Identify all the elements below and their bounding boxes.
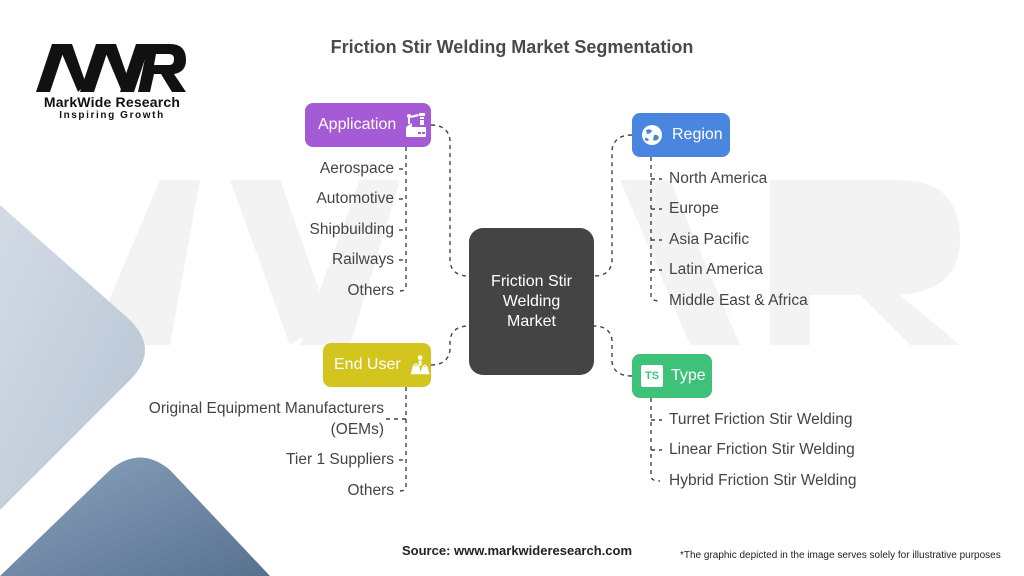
segment-node-application[interactable]: Application [305,103,431,147]
application-item: Automotive [316,190,394,207]
region-item: Asia Pacific [669,231,750,248]
region-item: North America [669,170,768,187]
logo: MarkWide Research Inspiring Growth [36,40,188,121]
ts-badge-icon: TS [641,365,663,387]
factory-robot-arm-icon [406,113,427,137]
spine-type [650,398,661,482]
end-user-item: Others [347,482,394,499]
spine-end-user [399,387,407,492]
globe-icon [642,125,662,145]
segment-label-region: Region [672,126,723,143]
mwr-logo-mark-icon [36,44,186,92]
logo-tagline: Inspiring Growth [59,110,165,121]
type-item: Turret Friction Stir Welding [669,411,853,428]
spine-region [650,157,661,302]
logo-brand-name: MarkWide Research [43,94,181,110]
end-user-item: Original Equipment Manufacturers [148,400,384,417]
segment-node-type[interactable]: TS Type [632,354,712,398]
center-node-market[interactable]: Friction Stir Welding Market [469,228,594,375]
type-item: Hybrid Friction Stir Welding [669,472,857,489]
application-item: Railways [331,251,394,268]
application-item: Others [347,282,394,299]
end-user-item: Tier 1 Suppliers [286,451,394,468]
bg-shape-light [0,205,145,510]
segment-node-region[interactable]: Region [632,113,730,157]
footer-disclaimer: *The graphic depicted in the image serve… [680,550,1001,561]
region-item: Europe [669,200,719,217]
spine-application [399,147,407,292]
region-item: Latin America [669,261,763,278]
connector-type [593,325,633,377]
segment-label-end-user: End User [334,356,401,373]
users-shopping-icon [410,355,430,375]
watermark [90,180,960,345]
connector-application [430,124,470,277]
connector-region [593,134,633,277]
bg-shape-dark [0,457,270,576]
end-user-item: (OEMs) [330,421,384,438]
connector-end-user [430,325,470,366]
segment-label-type: Type [671,367,706,384]
page-title-text: Friction Stir Welding Market Segmentatio… [330,37,694,57]
page-title: Friction Stir Welding Market Segmentatio… [0,37,1024,58]
application-item: Aerospace [319,160,394,177]
footer-source: Source: www.markwideresearch.com [402,543,633,558]
segment-label-application: Application [318,116,397,133]
application-item: Shipbuilding [309,221,394,238]
center-node-label: Friction Stir Welding Market [491,272,572,330]
region-item: Middle East & Africa [669,292,808,309]
type-item: Linear Friction Stir Welding [669,441,855,458]
segment-node-end-user[interactable]: End User [323,343,431,387]
